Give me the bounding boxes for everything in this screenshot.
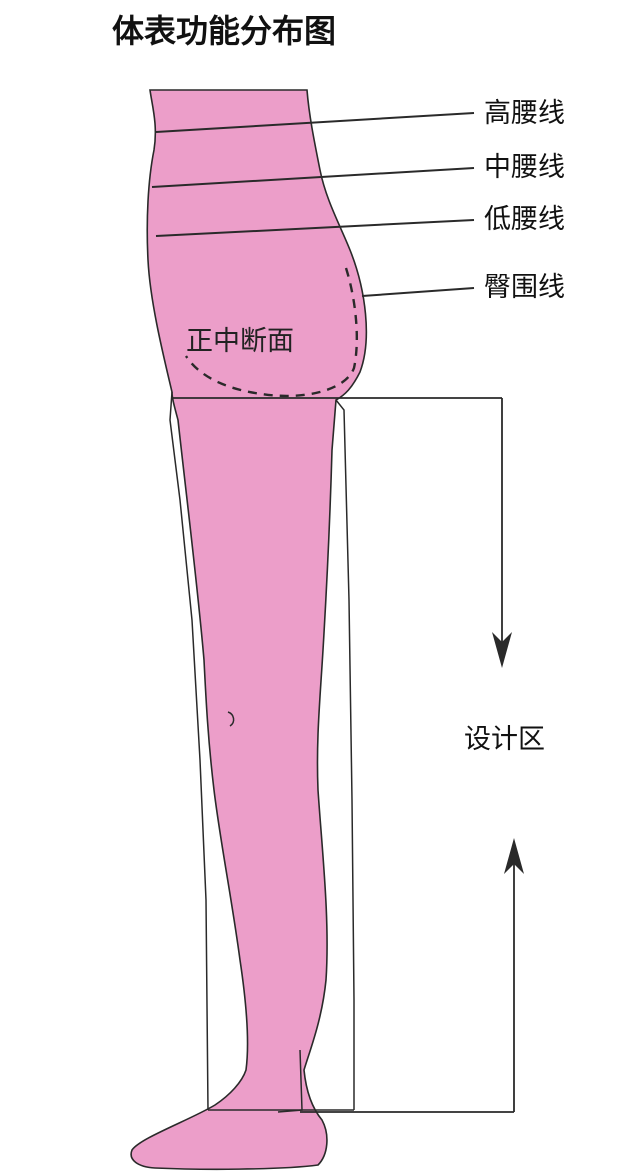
down-arrow-icon xyxy=(492,632,512,668)
mid-waist-label: 中腰线 xyxy=(484,152,565,183)
low-waist-line xyxy=(155,219,475,237)
knee-mark xyxy=(227,711,235,727)
hip-line-label: 臀围线 xyxy=(484,272,565,303)
design-zone-label: 设计区 xyxy=(464,724,545,755)
diagram-title: 体表功能分布图 xyxy=(112,12,336,50)
high-waist-label: 高腰线 xyxy=(484,98,565,129)
mid-waist-line xyxy=(151,167,475,188)
median-section-dashed-outline xyxy=(184,267,358,398)
garment-outline xyxy=(169,391,355,1111)
ankle-detail xyxy=(277,1049,303,1113)
low-waist-label: 低腰线 xyxy=(484,204,565,235)
hip-line-leader xyxy=(361,287,475,297)
body-silhouette xyxy=(130,89,368,1171)
median-section-label: 正中断面 xyxy=(186,326,294,357)
high-waist-line xyxy=(155,112,475,133)
up-arrow-icon xyxy=(504,838,524,874)
